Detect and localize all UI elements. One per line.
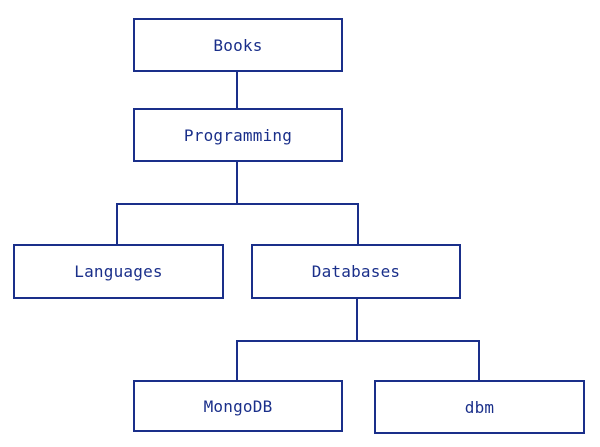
node-mongodb: MongoDB [133, 380, 343, 432]
node-programming: Programming [133, 108, 343, 162]
node-programming-label: Programming [183, 125, 293, 145]
node-languages-label: Languages [74, 262, 163, 281]
node-dbm: dbm [374, 380, 585, 434]
node-databases: Databases [251, 244, 461, 299]
node-databases-label: Databases [311, 262, 401, 281]
node-mongodb-label: MongoDB [203, 396, 273, 416]
node-languages: Languages [13, 244, 224, 299]
node-dbm-label: dbm [464, 397, 495, 417]
node-books-label: Books [213, 35, 263, 55]
node-books: Books [133, 18, 343, 72]
